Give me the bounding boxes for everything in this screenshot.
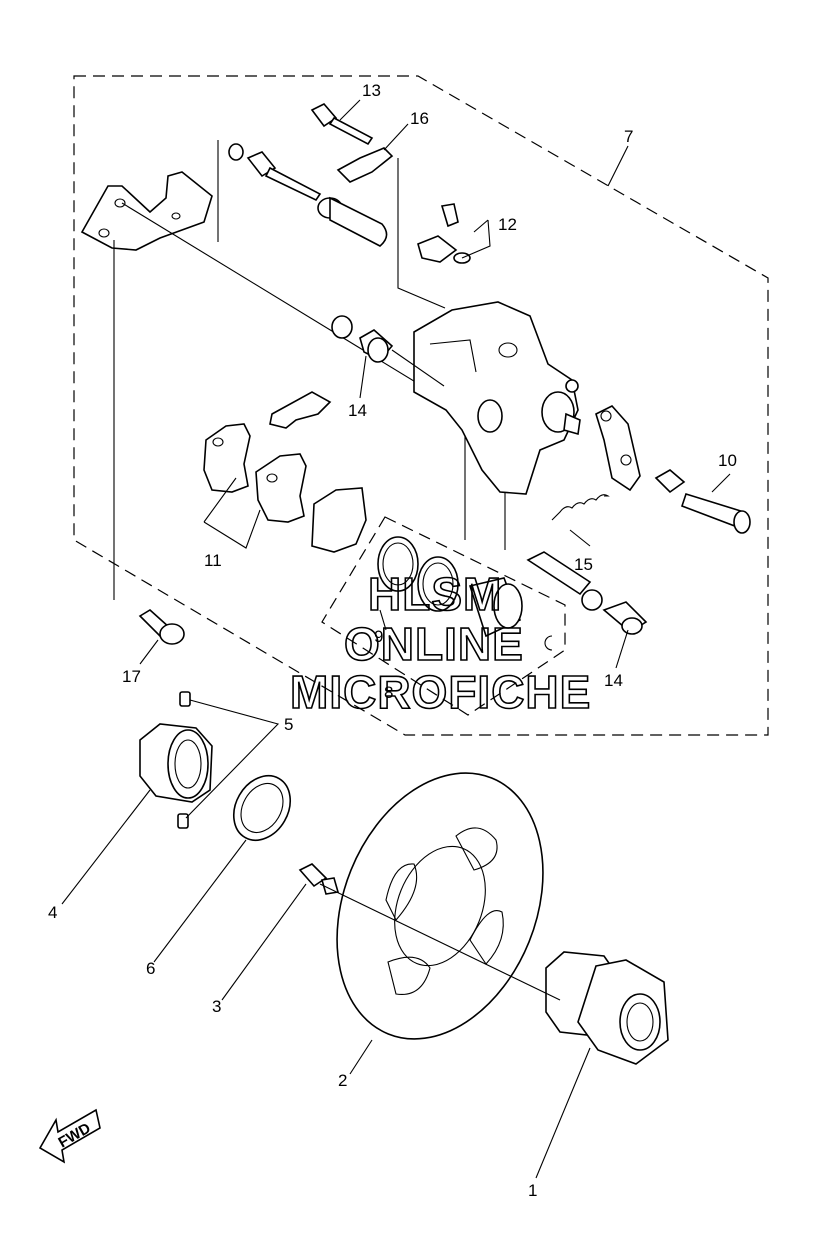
bolt-17 <box>138 609 185 645</box>
callout-1: 1 <box>528 1181 537 1200</box>
fwd-arrow-icon: FWD <box>38 1108 101 1164</box>
callout-14-lower: 14 <box>604 671 623 690</box>
callout-12: 12 <box>498 215 517 234</box>
spring-15 <box>551 494 610 521</box>
watermark-line-2: ONLINE <box>344 618 524 670</box>
callout-11: 11 <box>204 551 222 570</box>
callout-6: 6 <box>146 959 155 978</box>
caliper-body <box>413 301 581 495</box>
callout-14-upper: 14 <box>348 401 367 420</box>
watermark-line-3: MICROFICHE <box>290 666 591 718</box>
callout-8: 8 <box>384 683 393 702</box>
nut <box>654 469 686 494</box>
callout-4: 4 <box>48 903 57 922</box>
slide-pin-upper <box>228 143 388 247</box>
washer <box>331 315 353 339</box>
pad-spring-clip <box>269 391 332 429</box>
callout-10: 10 <box>718 451 737 470</box>
brake-pad-11-b <box>255 453 307 523</box>
bracket-lever <box>595 405 641 492</box>
spacer-6 <box>232 775 292 841</box>
bleed-screw-12 <box>417 203 471 264</box>
hub-nut-4 <box>139 723 213 803</box>
piston-seal-b <box>417 556 459 612</box>
callout-9: 9 <box>374 627 383 646</box>
bolt-10 <box>680 493 751 534</box>
brake-pad-11-a <box>203 423 251 493</box>
seal-kit-boundary <box>321 516 566 716</box>
retainer-plate-16 <box>336 147 394 183</box>
bolt-3 <box>298 863 340 895</box>
callout-3: 3 <box>212 997 221 1016</box>
caliper-bracket <box>80 171 213 251</box>
callout-13: 13 <box>362 81 381 100</box>
piston <box>468 577 523 638</box>
callout-15: 15 <box>574 555 593 574</box>
set-screw-5-lower <box>177 813 189 829</box>
piston-seal-a <box>377 536 419 592</box>
bolt-13 <box>310 103 374 146</box>
caliper-assembly-boundary <box>73 75 769 736</box>
boot-14-upper <box>359 329 394 363</box>
watermark-line-1: HLSM <box>368 568 502 620</box>
pad-shim <box>311 487 367 553</box>
set-screw-5-upper <box>179 691 191 707</box>
callout-5: 5 <box>284 715 293 734</box>
callout-16: 16 <box>410 109 429 128</box>
circlip <box>544 635 553 651</box>
brake-disc-2 <box>336 772 544 1040</box>
slide-pin-lower <box>526 551 603 611</box>
boot-14-lower <box>602 601 648 635</box>
hub-1 <box>545 951 669 1065</box>
callout-7: 7 <box>624 127 633 146</box>
callout-17: 17 <box>122 667 141 686</box>
callout-2: 2 <box>338 1071 347 1090</box>
